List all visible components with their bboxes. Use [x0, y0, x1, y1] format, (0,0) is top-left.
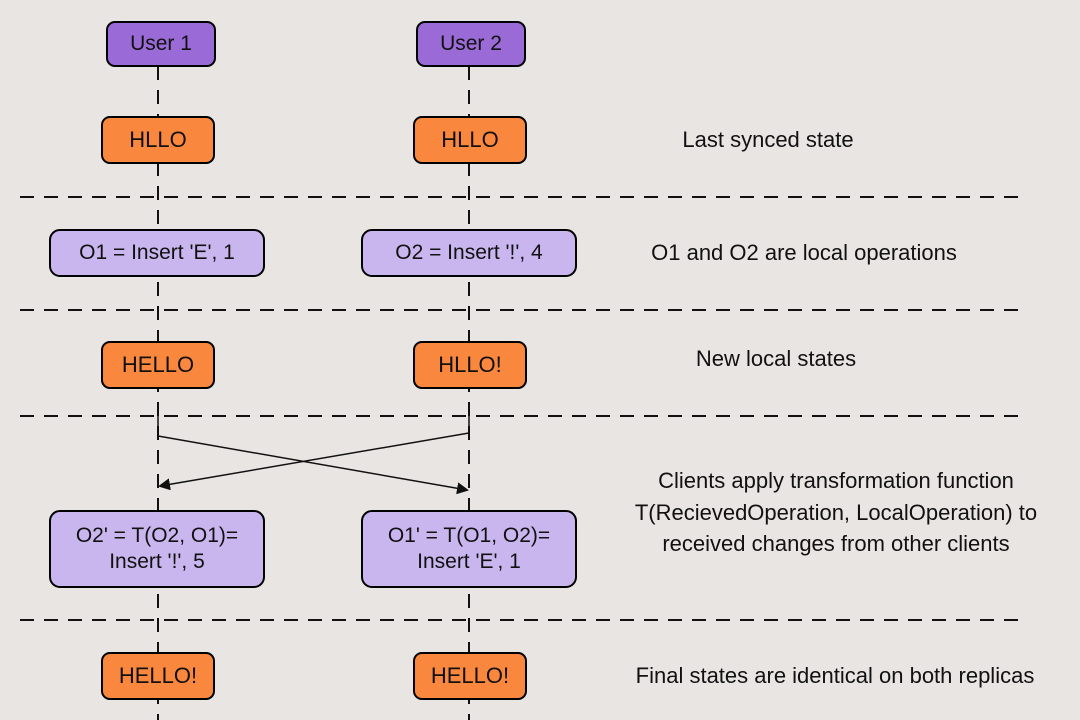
exchange-arrow-user2-to-user1: [158, 416, 470, 491]
stage-description-new-local: New local states: [695, 346, 857, 371]
stage-description-transform: Clients apply transformation function T(…: [634, 468, 1038, 556]
state-user2-synced: HLLO: [413, 116, 527, 164]
state-user1-local: HELLO: [101, 341, 215, 389]
operation-user1-transformed: O2' = T(O2, O1)= Insert '!', 5: [49, 510, 265, 588]
operation-user2-local: O2 = Insert '!', 4: [361, 229, 577, 277]
participant-user2: User 2: [416, 21, 526, 67]
stage-description-final: Final states are identical on both repli…: [635, 663, 1035, 688]
operation-user1-local: O1 = Insert 'E', 1: [49, 229, 265, 277]
operation-user2-transformed: O1' = T(O1, O2)= Insert 'E', 1: [361, 510, 577, 588]
state-user1-final: HELLO!: [101, 652, 215, 700]
state-user2-local: HLLO!: [413, 341, 527, 389]
participant-user1: User 1: [106, 21, 216, 67]
stage-description-synced: Last synced state: [682, 127, 854, 152]
state-user2-final: HELLO!: [413, 652, 527, 700]
exchange-arrow-user1-to-user2: [157, 416, 469, 495]
state-user1-synced: HLLO: [101, 116, 215, 164]
stage-description-local-ops: O1 and O2 are local operations: [651, 240, 957, 265]
